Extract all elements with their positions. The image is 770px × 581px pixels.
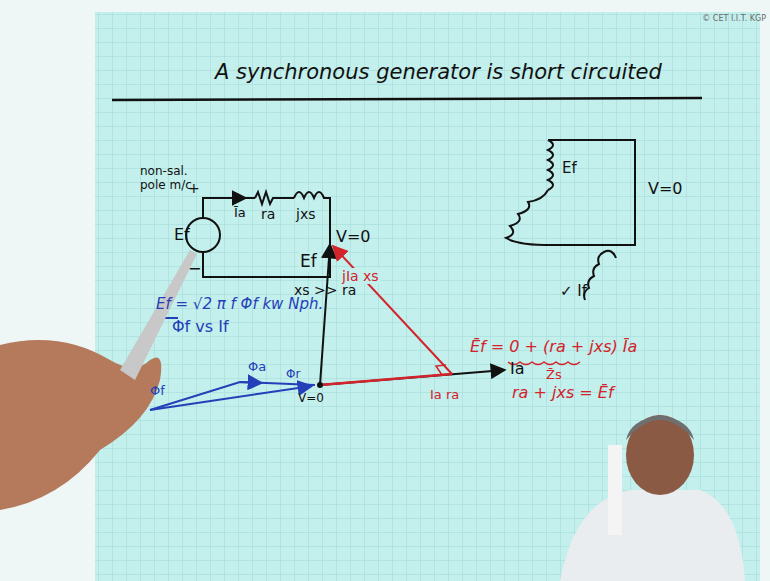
impedance-label: Z̄s xyxy=(546,368,562,383)
winding-sketch xyxy=(506,140,635,300)
phasor-label: jIa xs xyxy=(340,268,381,284)
phasor-label: Ia ra xyxy=(430,388,459,403)
short-circuit-schematic xyxy=(186,192,330,277)
impedance-equation: ra + jxs = Ēf xyxy=(512,384,614,402)
resistor-symbol xyxy=(255,192,294,204)
phasor-label: Ia xyxy=(510,360,525,378)
pen xyxy=(120,250,197,380)
grid-lines xyxy=(95,12,760,581)
jia-xs-drop xyxy=(333,246,452,374)
polarity-sign: − xyxy=(188,260,201,278)
ef-phasor xyxy=(320,244,330,385)
inductor-symbol xyxy=(203,192,330,277)
ia-phasor xyxy=(320,370,505,385)
emf-label: Ef xyxy=(174,226,190,244)
right-angle-mark xyxy=(436,365,446,375)
voltage-label: V=0 xyxy=(648,180,683,198)
flux-arrow xyxy=(240,382,262,383)
phasor-label: Φr xyxy=(286,368,300,382)
flux-phasor xyxy=(150,382,315,410)
origin-dot xyxy=(317,382,323,388)
emf-equation: Ef = √2 π f Φf kw Nph. xyxy=(156,296,323,313)
phasor-label: Ef xyxy=(298,252,319,272)
resistance-label: ra xyxy=(261,206,275,222)
current-arrow xyxy=(228,197,246,199)
phasor-label: Φf xyxy=(150,384,165,399)
flux-phasor xyxy=(150,386,312,410)
polarity-sign: + xyxy=(188,180,200,196)
wire xyxy=(548,140,635,245)
lecturer xyxy=(560,415,745,581)
current-label: Īa xyxy=(234,206,246,221)
lecturer-hand xyxy=(0,250,197,510)
phasor-label: Φa xyxy=(248,360,266,375)
paper-edge xyxy=(608,445,622,535)
grid-paper xyxy=(95,12,760,581)
armature-coil xyxy=(548,140,553,190)
slide-title: A synchronous generator is short circuit… xyxy=(215,60,662,84)
hair xyxy=(626,415,694,440)
phasor-diagram xyxy=(150,244,505,410)
title-underline xyxy=(112,98,702,100)
field-coil xyxy=(584,251,616,300)
shirt xyxy=(560,490,745,581)
origin-label: V=0 xyxy=(298,392,324,406)
armature-coil xyxy=(506,190,560,245)
voltage-label: V=0 xyxy=(336,228,371,246)
head xyxy=(626,415,694,495)
circuit-equation: Ēf = 0 + (ra + jxs) Īa xyxy=(470,338,637,356)
field-current-label: ✓ If xyxy=(560,283,587,300)
characteristic-note: Φf vs If xyxy=(172,318,229,336)
source-symbol xyxy=(186,218,220,252)
reactance-label: jxs xyxy=(296,206,315,222)
copyright-mark: © CET I.I.T. KGP xyxy=(702,14,766,23)
ia-ra-drop xyxy=(320,374,452,385)
wire xyxy=(203,198,255,218)
emf-label: Ef xyxy=(562,160,577,177)
